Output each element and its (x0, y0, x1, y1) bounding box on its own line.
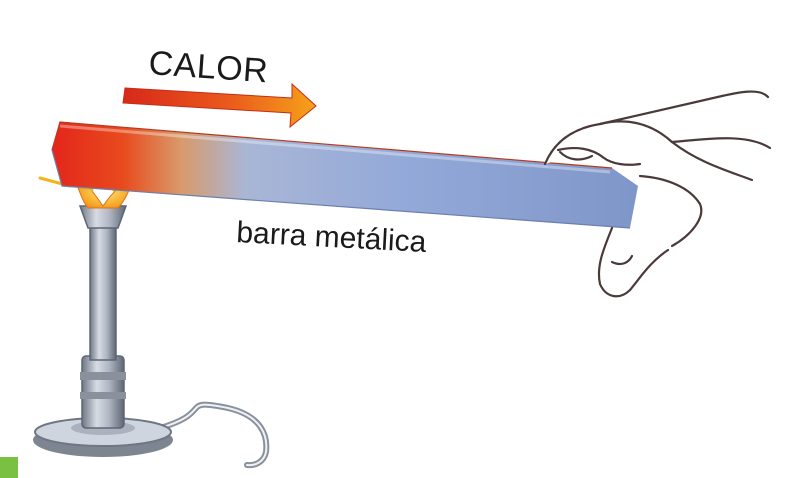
heat-arrow-icon (123, 84, 316, 127)
bunsen-burner-icon (33, 206, 266, 465)
metal-bar (52, 122, 638, 228)
bar-label: barra metálica (236, 216, 428, 259)
heat-label: CALOR (147, 44, 269, 90)
corner-marker (0, 457, 18, 478)
